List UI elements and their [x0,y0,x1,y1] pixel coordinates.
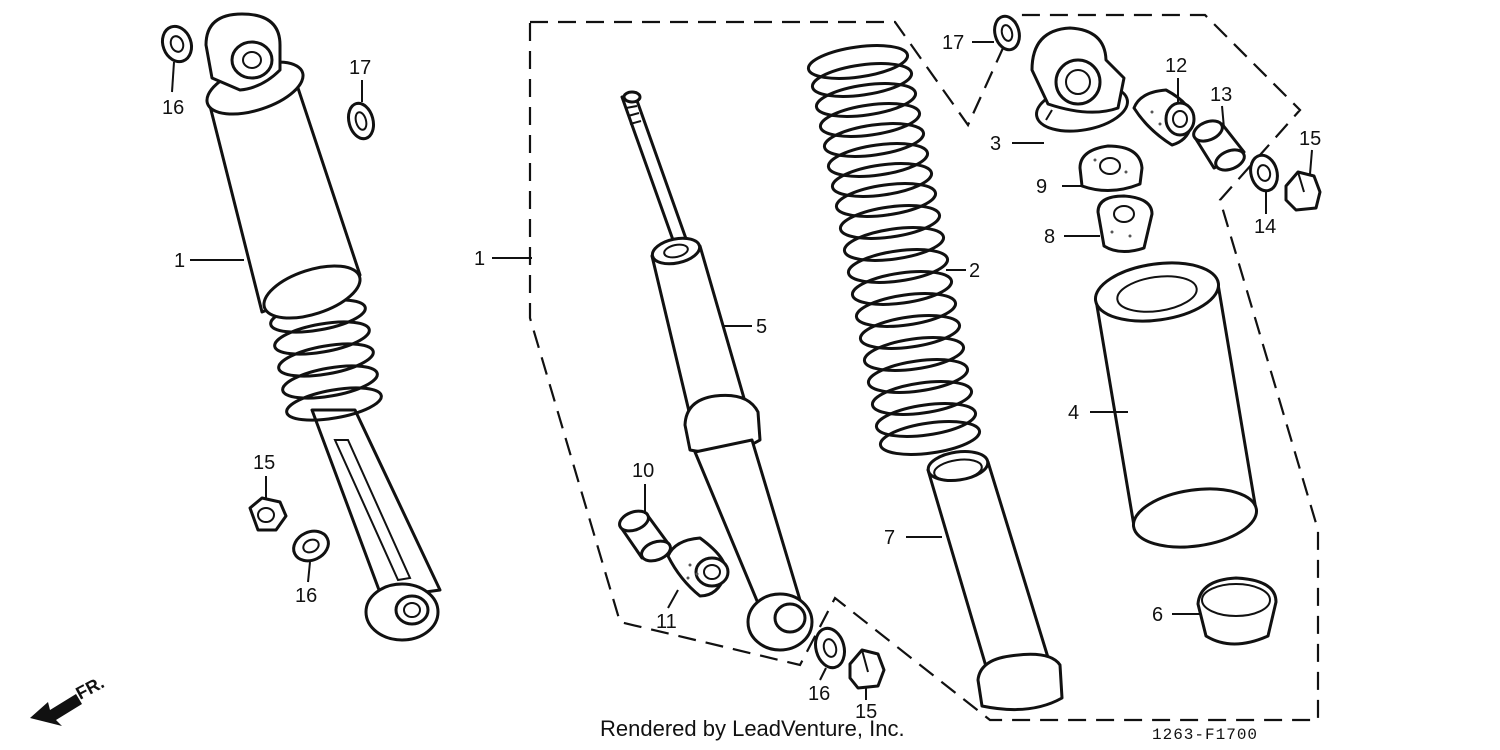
bushing-12[interactable] [1132,88,1196,147]
washer-17-right[interactable] [991,13,1023,52]
callout-7: 7 [884,527,895,549]
washer-16-bottom-left[interactable] [289,526,333,567]
leader-lines [171,41,1313,700]
spring-guide-tube[interactable] [926,448,1064,712]
callout-labels: 16 17 1 15 16 1 5 2 10 11 17 3 12 13 15 … [162,32,1321,723]
shock-cover[interactable] [1092,256,1261,555]
shock-absorber-assembly[interactable] [201,12,442,642]
front-direction-marker: FR. [30,672,107,726]
callout-15-bottom: 15 [855,701,877,723]
callout-6: 6 [1152,604,1163,626]
callout-14: 14 [1254,216,1276,238]
washer-16-top-left[interactable] [158,22,197,65]
front-arrow-icon [30,694,82,726]
upper-mount-cap[interactable] [1030,26,1131,138]
diagram-code: 1263-F1700 [1152,726,1259,744]
collar-13[interactable] [1191,117,1248,174]
collar-10[interactable] [617,507,673,564]
callout-4: 5 [756,316,767,338]
cap-nut-15-bottom[interactable] [848,648,886,690]
callout-16-bottom-left: 16 [295,585,317,607]
callout-17-left: 17 [349,57,371,79]
callout-10: 10 [632,460,654,482]
assembled-spring [269,298,383,422]
dust-boot-6[interactable] [1196,576,1278,646]
nut-15-left[interactable] [248,496,288,532]
callout-13: 13 [1210,84,1232,106]
callout-16-top-left: 16 [162,97,184,119]
rubber-bushing-9[interactable] [1078,144,1144,192]
coil-spring[interactable] [806,40,982,460]
washer-16-bottom-center[interactable] [811,625,848,671]
callout-2: 2 [969,260,980,282]
callout-5: 4 [1068,402,1079,424]
callout-11: 11 [656,611,677,633]
rubber-bushing-8[interactable] [1096,194,1154,253]
assembly-boundary [528,13,1320,722]
callout-15-right: 15 [1299,128,1321,150]
callout-3: 3 [990,133,1001,155]
callout-1-left: 1 [174,250,185,272]
damper-unit[interactable] [620,90,814,652]
callout-12: 12 [1165,55,1187,77]
callout-17-right: 17 [942,32,964,54]
washer-17-left[interactable] [345,101,377,142]
washer-14[interactable] [1247,152,1281,194]
callout-9: 9 [1036,176,1047,198]
callout-8: 8 [1044,226,1055,248]
render-credit: Rendered by LeadVenture, Inc. [600,716,905,741]
cap-nut-15-right[interactable] [1284,170,1322,212]
callout-1-center: 1 [474,248,485,270]
bushing-11[interactable] [666,536,730,598]
callout-15-left: 15 [253,452,275,474]
callout-16-bottom-center: 16 [808,683,830,705]
